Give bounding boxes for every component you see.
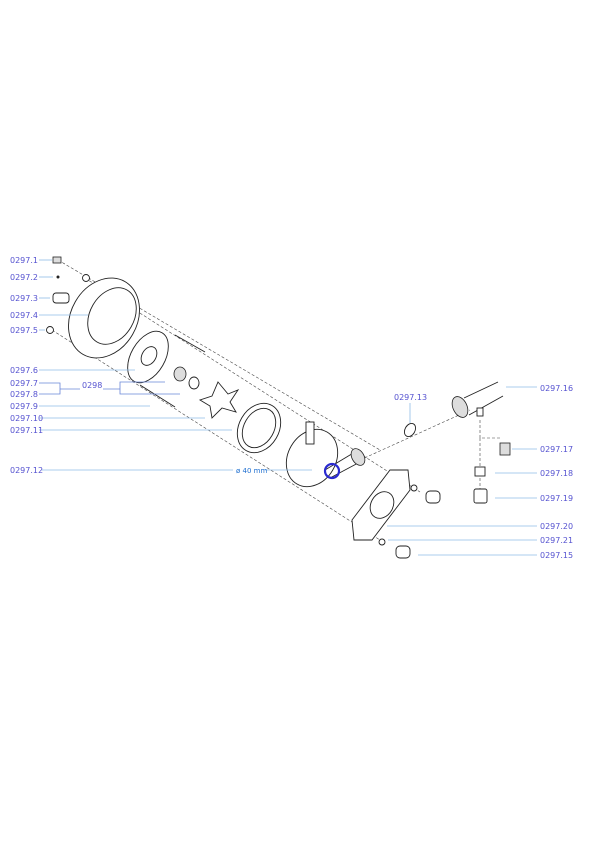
- label-0297-16: 0297.16: [540, 384, 573, 393]
- knob-upper: [425, 490, 441, 504]
- screw-0297-1: [52, 256, 62, 264]
- impeller-0297-10: [198, 381, 240, 419]
- stud-upper: [174, 334, 206, 353]
- nut-0297-16: [451, 396, 469, 418]
- seal-0297-13: [403, 422, 417, 438]
- label-0297-12: 0297.12: [10, 466, 43, 475]
- washer-0297-21: [378, 538, 386, 546]
- dimension-label: ø 40 mm: [236, 467, 267, 475]
- label-0297-11: 0297.11: [10, 426, 43, 435]
- label-0297-9: 0297.9: [10, 402, 38, 411]
- label-0297-18: 0297.18: [540, 469, 573, 478]
- seal-0297-7: [173, 366, 187, 382]
- label-0297-21: 0297.21: [540, 536, 573, 545]
- seal-0297-8: [188, 376, 200, 390]
- label-0297-4: 0297.4: [10, 311, 38, 320]
- label-0297-10: 0297.10: [10, 414, 43, 423]
- label-0297-2: 0297.2: [10, 273, 38, 282]
- nut-0297-5: [46, 326, 54, 334]
- label-0297-1: 0297.1: [10, 256, 38, 265]
- tap-0297-19: [473, 488, 488, 504]
- thread-outlet: [350, 448, 366, 466]
- fitting-0297-3: [52, 292, 70, 304]
- label-0297-15: 0297.15: [540, 551, 573, 560]
- label-0297-20: 0297.20: [540, 522, 573, 531]
- label-0297-3: 0297.3: [10, 294, 38, 303]
- pump-spout: [305, 421, 315, 445]
- highlight-ring: [323, 462, 341, 480]
- washer-upper: [410, 484, 418, 492]
- leader-lines: [39, 259, 537, 556]
- label-0297-7: 0297.7: [10, 379, 38, 388]
- knob-0297-15: [395, 545, 411, 559]
- label-0297-17: 0297.17: [540, 445, 573, 454]
- pin-0297-2: [56, 275, 60, 279]
- label-0297-6: 0297.6: [10, 366, 38, 375]
- label-0297-8: 0297.8: [10, 390, 38, 399]
- stud-0297-9: [139, 384, 176, 408]
- nut-0297-2: [82, 274, 90, 282]
- parts: [46, 256, 511, 559]
- nipple-0297-18: [474, 466, 486, 477]
- label-0297-13: 0297.13: [394, 393, 427, 402]
- label-0298: 0298: [82, 381, 102, 390]
- filter-0297-17: [499, 442, 511, 456]
- label-0297-19: 0297.19: [540, 494, 573, 503]
- part-labels: 0297.1 0297.2 0297.3 0297.4 0297.5 0297.…: [10, 256, 573, 560]
- label-0297-5: 0297.5: [10, 326, 38, 335]
